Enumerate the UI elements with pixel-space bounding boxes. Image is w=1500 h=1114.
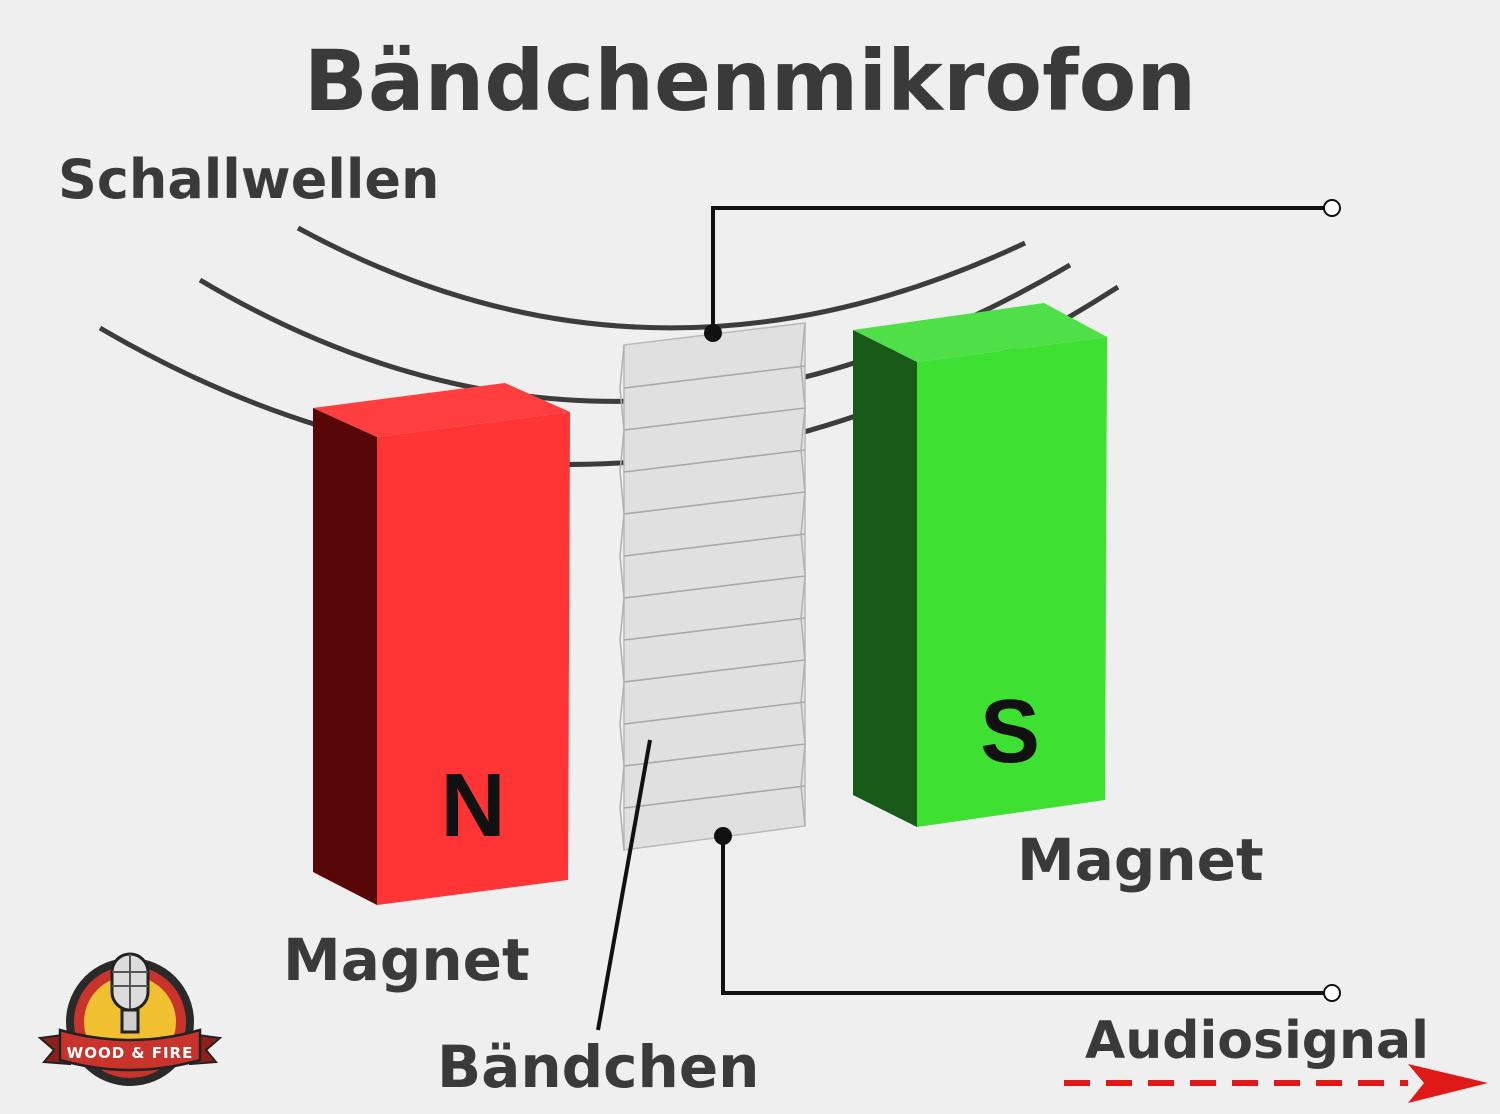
ribbon [619, 322, 806, 851]
ribbon-pointer-line [596, 739, 652, 1031]
south-magnet: S [853, 303, 1107, 827]
south-magnet-top [853, 303, 1107, 362]
logo-banner [58, 1028, 202, 1072]
upper-terminal [1323, 199, 1341, 217]
magnet-left-label: Magnet [283, 926, 530, 994]
south-pole-label: S [980, 682, 1040, 782]
upper-wire-contact [704, 324, 722, 342]
audio-signal-label: Audiosignal [1085, 1011, 1429, 1071]
ribbon-label: Bändchen [437, 1033, 759, 1101]
sound-waves-label: Schallwellen [58, 148, 439, 211]
lower-wire [721, 836, 1325, 995]
lower-terminal [1323, 984, 1341, 1002]
north-magnet: N [313, 383, 570, 905]
ribbon-right-edge [800, 322, 806, 827]
ribbon-folds [623, 365, 806, 809]
upper-wire [711, 206, 1325, 333]
north-magnet-top [313, 383, 570, 437]
ribbon-left-edge [619, 344, 625, 851]
north-pole-label: N [441, 756, 506, 856]
lower-wire-contact [714, 827, 732, 845]
magnet-right-label: Magnet [1017, 826, 1264, 894]
microphone-icon [110, 952, 150, 1034]
diagram-title: Bändchenmikrofon [304, 32, 1196, 130]
wood-and-fire-logo: WOOD & FIRE [37, 952, 223, 1086]
wiring [596, 206, 1325, 1031]
logo-text: WOOD & FIRE [67, 1044, 194, 1062]
south-magnet-front [917, 337, 1107, 827]
south-magnet-side [853, 330, 917, 827]
sound-wave-inner [296, 225, 1027, 331]
audio-signal-arrow [1064, 1064, 1488, 1103]
north-magnet-front [377, 412, 570, 905]
north-magnet-side [313, 408, 377, 905]
